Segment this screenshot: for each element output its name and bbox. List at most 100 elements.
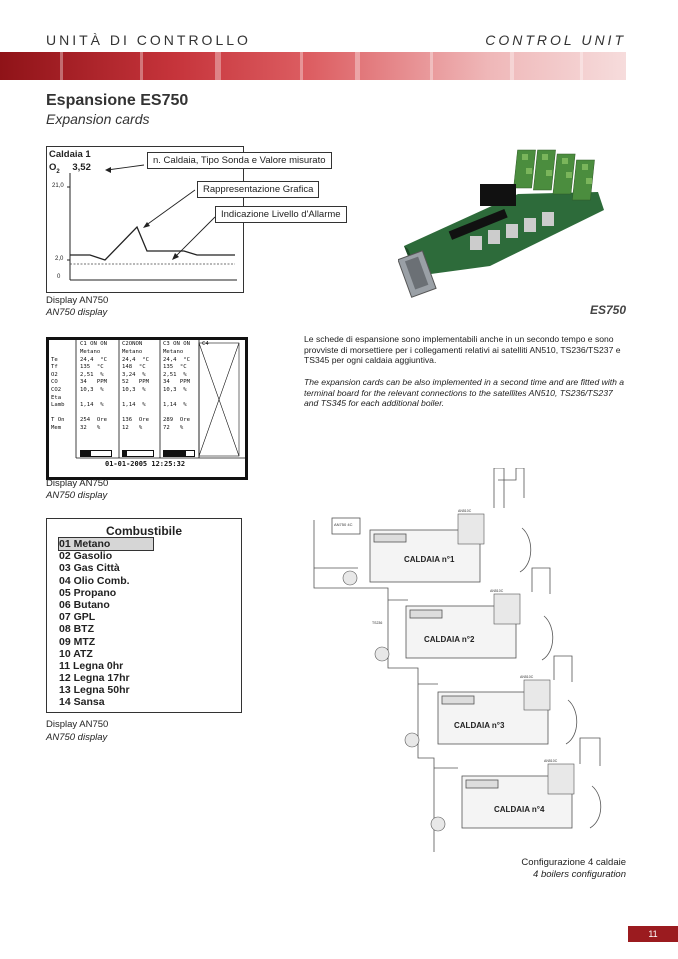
fuel-item[interactable]: 02 Gasolio bbox=[59, 550, 113, 563]
lcd-cell-c2: 52 PPM bbox=[122, 379, 149, 386]
lcd-cell-c1: 24,4 °C bbox=[80, 356, 107, 363]
lcd-cell-c2: 12 % bbox=[122, 425, 143, 431]
lcd-row-label: CO bbox=[51, 379, 58, 386]
lcd-row-label: CO2 bbox=[51, 387, 62, 393]
fuel-item[interactable]: 09 MTZ bbox=[59, 635, 96, 648]
lcd-cell-c2: 24,4 °C bbox=[122, 356, 149, 363]
lcd-mem-bar-fill bbox=[81, 451, 91, 456]
fuel-item[interactable]: 11 Legna 0hr bbox=[59, 659, 124, 672]
lcd-cell-c1: 135 °C bbox=[80, 364, 104, 371]
fuel-item[interactable]: 08 BTZ bbox=[59, 623, 95, 636]
fuel-item[interactable]: 14 Sansa bbox=[59, 696, 105, 709]
lcd-mem-bar bbox=[163, 450, 195, 457]
lcd-row-label: O2 bbox=[51, 371, 58, 378]
section-title: Espansione ES750 bbox=[46, 92, 189, 109]
lcd-cell-c3: 24,4 °C bbox=[163, 356, 190, 363]
lcd-cell-c3: 72 % bbox=[163, 425, 184, 431]
header-band bbox=[0, 52, 626, 80]
lcd-cell-c2: 148 °C bbox=[122, 364, 146, 371]
lcd-cell-c1: 254 Ore bbox=[80, 417, 107, 424]
diagram-module-2: AN510C bbox=[490, 589, 504, 593]
lcd-mem-bar-fill bbox=[164, 451, 186, 456]
diagram-module-3: AN510C bbox=[520, 675, 534, 679]
display-chart-panel: Caldaia 1 O2 3,52 21,0 2,0 0 n. Caldaia,… bbox=[46, 146, 347, 293]
lcd-row-label: Te bbox=[51, 356, 58, 363]
es750-card-image bbox=[398, 149, 604, 298]
lcd-cell-c3: 135 °C bbox=[163, 364, 187, 371]
chart-graphic bbox=[67, 164, 237, 281]
lcd-cell-c2: Metano bbox=[122, 349, 143, 355]
lcd-datetime: 01-01-2005 12:25:32 bbox=[105, 460, 186, 468]
caption-display-2: Display AN750 bbox=[46, 478, 109, 489]
lcd-mem-bar bbox=[80, 450, 112, 457]
lcd-col3-head: C3 ON ON bbox=[163, 341, 190, 347]
lcd-cell-c1: 34 PPM bbox=[80, 379, 107, 386]
callout-graphic: Rappresentazione Grafica bbox=[197, 181, 320, 198]
lcd-mem-bar-fill bbox=[123, 451, 127, 456]
lcd-col4-head: C4 bbox=[202, 341, 209, 347]
diagram-boiler-1: CALDAIA n°1 bbox=[404, 555, 455, 564]
y-zero-label: 0 bbox=[57, 274, 61, 280]
fuel-item[interactable]: 04 Olio Comb. bbox=[59, 574, 130, 587]
caption-display-3: Display AN750 bbox=[46, 719, 109, 730]
lcd-cell-c1: 10,3 % bbox=[80, 387, 104, 393]
diagram-top-label: AN750 4C bbox=[334, 522, 353, 527]
lcd-mem-bar bbox=[122, 450, 154, 457]
lcd-row-label: Tf bbox=[51, 364, 58, 371]
fuel-item[interactable]: 05 Propano bbox=[59, 586, 117, 599]
lcd-col1-head: C1 ON ON bbox=[80, 341, 107, 347]
lcd-cell-c3: 10,3 % bbox=[163, 387, 187, 393]
caption-config: Configurazione 4 caldaie bbox=[521, 857, 626, 868]
fuel-item[interactable]: 12 Legna 17hr bbox=[59, 672, 130, 685]
caption-display-1-en: AN750 display bbox=[46, 307, 108, 318]
lcd-cell-c1: 2,51 % bbox=[80, 371, 104, 378]
lcd-cell-c1: 1,14 % bbox=[80, 402, 104, 409]
fuel-item[interactable]: 03 Gas Città bbox=[59, 562, 120, 575]
lcd-cell-c2: 1,14 % bbox=[122, 402, 146, 409]
lcd-cell-c3: 289 Ore bbox=[163, 417, 190, 424]
param-readout: O2 3,52 bbox=[49, 162, 91, 175]
lcd-cell-c3: 2,51 % bbox=[163, 371, 187, 378]
header-right: CONTROL UNIT bbox=[485, 32, 626, 48]
diagram-boiler-2: CALDAIA n°2 bbox=[424, 635, 475, 644]
diagram-ts-label: TS236 bbox=[372, 621, 382, 625]
caption-display-1: Display AN750 bbox=[46, 295, 109, 306]
fuel-item[interactable]: 01 Metano bbox=[58, 536, 154, 552]
y-top-label: 21,0 bbox=[52, 183, 64, 189]
boiler-label: Caldaia 1 bbox=[49, 149, 91, 160]
lcd-col2-head: C2ONON bbox=[122, 341, 143, 347]
lcd-cell-c2: 10,3 % bbox=[122, 387, 146, 393]
page-number: 11 bbox=[628, 926, 678, 942]
y-mid-label: 2,0 bbox=[55, 256, 64, 262]
lcd-cell-c1: Metano bbox=[80, 349, 101, 355]
paragraph-en: The expansion cards can be also implemen… bbox=[304, 377, 625, 409]
callout-boiler-probe-value: n. Caldaia, Tipo Sonda e Valore misurato bbox=[147, 152, 332, 169]
lcd-cell-c3: 34 PPM bbox=[163, 379, 190, 386]
fuel-item[interactable]: 07 GPL bbox=[59, 611, 96, 624]
diagram-boiler-3: CALDAIA n°3 bbox=[454, 721, 505, 730]
paragraph-it: Le schede di espansione sono implementab… bbox=[304, 334, 621, 366]
es750-label: ES750 bbox=[589, 303, 626, 317]
diagram-module-4: AN510C bbox=[544, 759, 558, 763]
fuel-item[interactable]: 06 Butano bbox=[59, 598, 110, 611]
caption-display-2-en: AN750 display bbox=[46, 490, 108, 501]
callout-alarm-level: Indicazione Livello d'Allarme bbox=[215, 206, 347, 223]
caption-config-en: 4 boilers configuration bbox=[533, 869, 626, 880]
fuel-item[interactable]: 10 ATZ bbox=[59, 647, 93, 660]
lcd-cell-c2: 3,24 % bbox=[122, 371, 146, 378]
diagram-boiler-4: CALDAIA n°4 bbox=[494, 805, 545, 814]
lcd-grid bbox=[75, 340, 245, 459]
lcd-cell-c1: 32 % bbox=[80, 425, 101, 431]
lcd-row-label: Mem bbox=[51, 425, 62, 431]
lcd-cell-c3: Metano bbox=[163, 349, 184, 355]
lcd-cell-c3: 1,14 % bbox=[163, 402, 187, 409]
lcd-row-label: T On bbox=[51, 417, 65, 424]
caption-display-3-en: AN750 display bbox=[46, 732, 108, 743]
display-lcd-panel: C1 ON ON C2ONON C3 ON ON C4 Metano Metano… bbox=[46, 337, 248, 480]
header-left: UNITÀ DI CONTROLLO bbox=[46, 32, 251, 48]
lcd-row-label: Eta bbox=[51, 394, 62, 401]
fuel-item[interactable]: 13 Legna 50hr bbox=[59, 684, 130, 697]
boiler-config-diagram: AN750 4C CALDAIA n°1 CALDAIA n°2 CALDAIA… bbox=[313, 468, 602, 852]
